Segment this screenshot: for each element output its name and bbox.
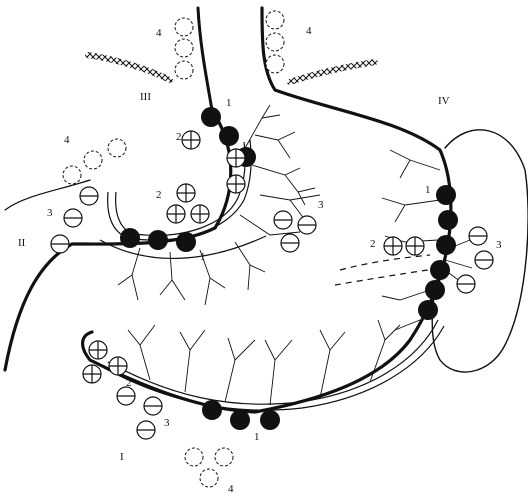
plus-node xyxy=(384,237,402,255)
plus-node xyxy=(191,205,209,223)
node-group-4-left-top xyxy=(175,18,193,79)
minus-node xyxy=(475,251,493,269)
dashed-node xyxy=(266,11,284,29)
short-gastric-dashed-2 xyxy=(335,270,428,285)
minus-node xyxy=(298,216,316,234)
dashed-node xyxy=(215,448,233,466)
dashed-node xyxy=(63,166,81,184)
minus-node xyxy=(117,387,135,405)
plus-node xyxy=(89,341,107,359)
plus-node xyxy=(109,357,127,375)
filled-node xyxy=(436,235,456,255)
dashed-node xyxy=(175,18,193,36)
branching-vessels xyxy=(118,105,472,405)
group-label-4: 4 xyxy=(156,27,162,39)
filled-node xyxy=(219,126,239,146)
group-label-2: 2 xyxy=(176,131,182,143)
diaphragm-right xyxy=(290,62,375,82)
group-label-2: 2 xyxy=(156,189,162,201)
group-label-2: 2 xyxy=(370,238,376,250)
group-label-1: 1 xyxy=(425,184,431,196)
plus-node xyxy=(406,237,424,255)
group-label-4: 4 xyxy=(64,134,70,146)
plus-node xyxy=(177,184,195,202)
dashed-node xyxy=(266,33,284,51)
group-label-1: 1 xyxy=(254,431,260,443)
group-label-3: 3 xyxy=(47,207,53,219)
dashed-node xyxy=(175,61,193,79)
group-label-3: 3 xyxy=(318,199,324,211)
group-label-4: 4 xyxy=(306,25,312,37)
minus-node xyxy=(80,187,98,205)
group-label-2: 2 xyxy=(126,377,132,389)
plus-node xyxy=(227,175,245,193)
minus-node xyxy=(281,234,299,252)
dashed-node xyxy=(185,448,203,466)
dashed-node xyxy=(200,469,218,487)
group-label-1: 1 xyxy=(200,251,206,263)
region-label-iii: III xyxy=(140,91,151,103)
filled-node xyxy=(438,210,458,230)
group-label-3: 3 xyxy=(496,239,502,251)
region-label-ii: II xyxy=(18,237,26,249)
short-gastric-dashed-1 xyxy=(340,255,430,270)
filled-node xyxy=(120,228,140,248)
node-group-1-left-gastric xyxy=(120,228,196,252)
plus-node xyxy=(83,365,101,383)
dashed-node xyxy=(84,151,102,169)
minus-node xyxy=(64,209,82,227)
node-group-4-left-mid xyxy=(63,139,126,184)
minus-node xyxy=(137,421,155,439)
organ-outlines xyxy=(5,8,528,412)
plus-node xyxy=(227,149,245,167)
dashed-node xyxy=(175,39,193,57)
dashed-node xyxy=(266,55,284,73)
minus-node xyxy=(274,211,292,229)
group-label-1: 1 xyxy=(226,97,232,109)
filled-node xyxy=(176,232,196,252)
plus-node xyxy=(182,131,200,149)
filled-node xyxy=(230,410,250,430)
minus-node xyxy=(51,235,69,253)
group-label-4: 4 xyxy=(228,483,234,495)
filled-node xyxy=(425,280,445,300)
diaphragm-left xyxy=(88,55,170,80)
plus-node xyxy=(167,205,185,223)
plus-node-groups xyxy=(83,131,424,383)
filled-node xyxy=(202,400,222,420)
filled-node xyxy=(148,230,168,250)
vascular-arcades xyxy=(100,140,444,410)
left-margin-curve xyxy=(5,180,90,210)
node-group-4-right-top xyxy=(266,11,284,73)
filled-node xyxy=(430,260,450,280)
group-label-3: 3 xyxy=(164,417,170,429)
region-label-i: I xyxy=(120,451,124,463)
esophagus-left-wall xyxy=(198,8,212,110)
filled-node xyxy=(260,410,280,430)
minus-node xyxy=(457,275,475,293)
filled-node xyxy=(418,300,438,320)
filled-node xyxy=(436,185,456,205)
minus-node xyxy=(144,397,162,415)
region-label-iv: IV xyxy=(438,95,450,107)
dashed-node xyxy=(108,139,126,157)
node-group-4-bottom xyxy=(185,448,233,487)
filled-node xyxy=(201,107,221,127)
minus-node xyxy=(469,227,487,245)
